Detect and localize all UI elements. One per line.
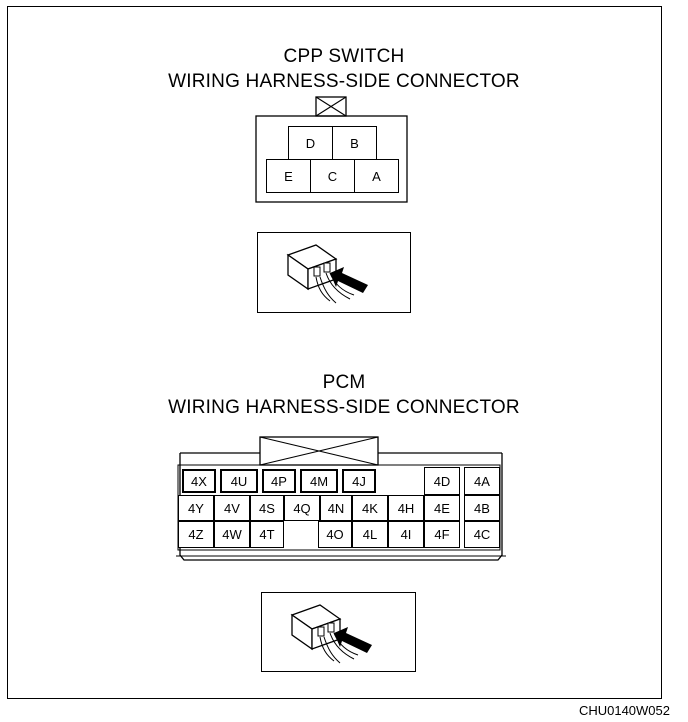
cpp-pin-a: A xyxy=(354,159,399,193)
pcm-pin-4y: 4Y xyxy=(178,495,214,521)
pcm-pin-4n: 4N xyxy=(320,495,352,521)
pcm-pin-4x: 4X xyxy=(182,469,216,493)
pcm-pin-4d: 4D xyxy=(424,467,460,495)
probe-connector-icon xyxy=(290,604,372,664)
pcm-pin-4k: 4K xyxy=(352,495,388,521)
figure-code: CHU0140W052 xyxy=(578,703,670,718)
pcm-pin-4o: 4O xyxy=(318,521,352,548)
pcm-pin-4z: 4Z xyxy=(178,521,214,548)
pcm-pin-4w: 4W xyxy=(214,521,250,548)
pcm-pin-4j: 4J xyxy=(342,469,376,493)
pcm-title: PCM xyxy=(322,372,366,393)
pcm-pin-4t: 4T xyxy=(250,521,284,548)
cpp-probe-illustration xyxy=(257,232,411,313)
cpp-title: CPP SWITCH xyxy=(283,46,405,67)
pcm-pin-4q: 4Q xyxy=(284,495,320,521)
cpp-subtitle: WIRING HARNESS-SIDE CONNECTOR xyxy=(168,71,520,92)
pcm-pin-4a: 4A xyxy=(464,467,500,495)
diagram-frame xyxy=(7,6,662,699)
pcm-pin-4f: 4F xyxy=(424,521,460,548)
pcm-pin-4c: 4C xyxy=(464,521,500,548)
pcm-pin-4p: 4P xyxy=(262,469,296,493)
pcm-subtitle: WIRING HARNESS-SIDE CONNECTOR xyxy=(168,397,520,418)
cpp-pin-e: E xyxy=(266,159,311,193)
pcm-pin-4h: 4H xyxy=(388,495,424,521)
pcm-pin-4e: 4E xyxy=(424,495,460,521)
pcm-pin-4m: 4M xyxy=(300,469,338,493)
cpp-pin-c: C xyxy=(310,159,355,193)
pcm-pin-4i: 4I xyxy=(388,521,424,548)
probe-connector-icon xyxy=(286,244,368,304)
cpp-pin-d: D xyxy=(288,126,333,160)
pcm-pin-4l: 4L xyxy=(352,521,388,548)
pcm-pin-4v: 4V xyxy=(214,495,250,521)
pcm-probe-illustration xyxy=(261,592,416,672)
pcm-pin-4s: 4S xyxy=(250,495,284,521)
cpp-pin-b: B xyxy=(332,126,377,160)
pcm-pin-4u: 4U xyxy=(220,469,258,493)
pcm-pin-4b: 4B xyxy=(464,495,500,521)
